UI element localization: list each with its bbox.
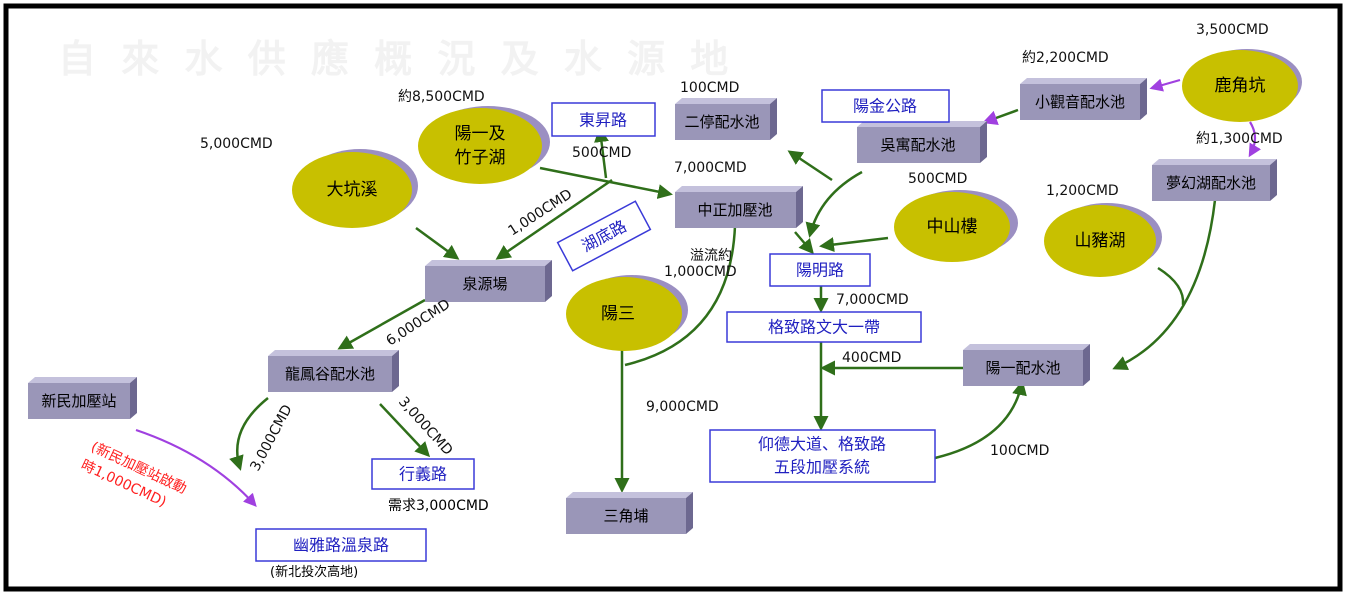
reservoir-label: 中正加壓池	[697, 201, 772, 219]
arrow-xiaoguanyin-to-wuji	[982, 108, 1019, 125]
arrow-wuji-to-erting	[787, 150, 833, 182]
destination-youya: 幽雅路溫泉路	[255, 528, 427, 562]
source-label: 中山樓	[927, 217, 978, 237]
reservoir-menghuanhu: 夢幻湖配水池	[1152, 159, 1277, 201]
reservoir-label: 泉源場	[462, 275, 507, 293]
arrow-xinmin-to-youya	[135, 428, 257, 507]
arrow-wuji-to-yangming	[805, 170, 863, 238]
flow-arrows	[135, 78, 1262, 507]
flow-gezhi: 7,000CMD	[836, 292, 909, 308]
destination-label: 陽金公路	[853, 97, 917, 116]
reservoir-label: 小觀音配水池	[1035, 93, 1125, 111]
arrow-yangyi-zhuzihu-to-zhongzheng	[539, 166, 673, 200]
destination-label: 行義路	[399, 465, 447, 484]
arrow-longfenggu-to-youya	[229, 397, 269, 471]
arrow-quanyuan-to-longfenggu	[337, 298, 426, 350]
destination-dongsheng: 東昇路	[551, 102, 656, 137]
flow-dakengxi: 5,000CMD	[200, 136, 273, 152]
reservoir-label: 新民加壓站	[41, 392, 116, 410]
destination-label: 東昇路	[579, 111, 627, 130]
source-label: 大坑溪	[327, 180, 378, 200]
flow-erting: 100CMD	[680, 80, 739, 96]
source-yangyi-zhuzihu: 陽一及 竹子湖	[418, 106, 550, 184]
arrow-zhongshanlou-to-yangming	[819, 236, 889, 253]
reservoir-label: 二停配水池	[684, 113, 759, 131]
reservoir-xinmin: 新民加壓站	[28, 377, 137, 419]
flow-sanjiaopu: 9,000CMD	[646, 399, 719, 415]
reservoir-label: 夢幻湖配水池	[1166, 174, 1256, 192]
source-yangsan: 陽三	[566, 275, 688, 351]
reservoir-wuji: 吳寓配水池	[857, 121, 987, 163]
reservoir-erting: 二停配水池	[675, 98, 777, 140]
flow-overflow-line2: 1,000CMD	[664, 264, 737, 280]
destination-yangming: 陽明路	[769, 253, 871, 287]
arrow-shanzhuhu-merge	[1157, 266, 1185, 306]
reservoir-xiaoguanyin: 小觀音配水池	[1020, 78, 1147, 120]
xingyi-demand: 需求3,000CMD	[388, 498, 489, 514]
destination-label: 幽雅路溫泉路	[293, 536, 389, 555]
flow-yangyi-zhuzihu: 約8,500CMD	[398, 89, 485, 105]
arrow-menghuanhu-to-yangyi	[1112, 199, 1217, 370]
flow-zhongzheng: 7,000CMD	[674, 160, 747, 176]
reservoir-label: 三角埔	[603, 507, 648, 525]
arrow-yangde-to-yangyi	[934, 380, 1027, 460]
source-label: 陽三	[601, 304, 635, 324]
source-label: 鹿角坑	[1215, 76, 1266, 96]
reservoir-label: 陽一配水池	[985, 359, 1060, 377]
reservoir-quanyuan: 泉源場	[425, 260, 552, 302]
reservoir-yangyi: 陽一配水池	[963, 344, 1090, 386]
arrow-lugangkeng-to-menghuanhu	[1248, 121, 1262, 158]
arrow-dakengxi-to-quanyuan	[415, 226, 460, 260]
flow-menghuanhu: 約1,300CMD	[1196, 131, 1283, 147]
source-label-line1: 陽一及	[455, 124, 506, 144]
source-shanzhuhu: 山豬湖	[1044, 203, 1162, 277]
source-label-line2: 竹子湖	[455, 148, 506, 168]
source-lugangkeng: 鹿角坑	[1182, 49, 1302, 122]
flow-dongsheng: 500CMD	[572, 145, 631, 161]
flow-xiaoguanyin: 約2,200CMD	[1022, 50, 1109, 66]
arrow-to-quanyuan-from-zhuzihu	[495, 178, 613, 260]
background-title: 自 來 水 供 應 概 況 及 水 源 地	[58, 37, 734, 81]
destination-label-line2: 五段加壓系統	[774, 458, 870, 477]
flow-overflow-line1: 溢流約	[690, 248, 732, 264]
arrow-zhongzheng-overflow	[624, 225, 737, 367]
destination-label: 陽明路	[796, 261, 844, 280]
reservoir-sanjiaopu: 三角埔	[566, 492, 693, 534]
arrow-longfenggu-to-xingyi	[379, 403, 431, 458]
destination-yangde: 仰德大道、格致路 五段加壓系統	[709, 429, 936, 483]
destination-yangjin: 陽金公路	[821, 89, 950, 123]
source-label: 山豬湖	[1075, 231, 1126, 251]
reservoir-label: 龍鳳谷配水池	[285, 365, 375, 383]
xinbei-highland: (新北投次高地)	[270, 564, 358, 580]
destination-gezhi: 格致路文大一帶	[726, 311, 922, 343]
flow-yangde-to-yangyi: 100CMD	[990, 443, 1049, 459]
arrow-lugangkeng-to-xiaoguanyin	[1149, 78, 1181, 92]
destination-label: 格致路文大一帶	[768, 318, 880, 337]
reservoir-zhongzheng: 中正加壓池	[675, 186, 803, 228]
reservoir-label: 吳寓配水池	[880, 136, 955, 154]
destination-label-line1: 仰德大道、格致路	[758, 435, 886, 454]
reservoir-longfenggu: 龍鳳谷配水池	[268, 350, 399, 392]
destination-xingyi: 行義路	[371, 458, 475, 490]
source-dakengxi: 大坑溪	[292, 149, 418, 228]
arrow-zhongzheng-to-yangming	[794, 231, 814, 255]
flow-zhongshanlou: 500CMD	[908, 171, 967, 187]
source-zhongshanlou: 中山樓	[894, 190, 1018, 262]
arrow-yangyi-zhuzihu-to-dongsheng	[594, 127, 609, 179]
flow-lugangkeng: 3,500CMD	[1196, 22, 1269, 38]
flow-yangyi-to-gezhi: 400CMD	[842, 350, 901, 366]
flow-shanzhuhu: 1,200CMD	[1046, 183, 1119, 199]
